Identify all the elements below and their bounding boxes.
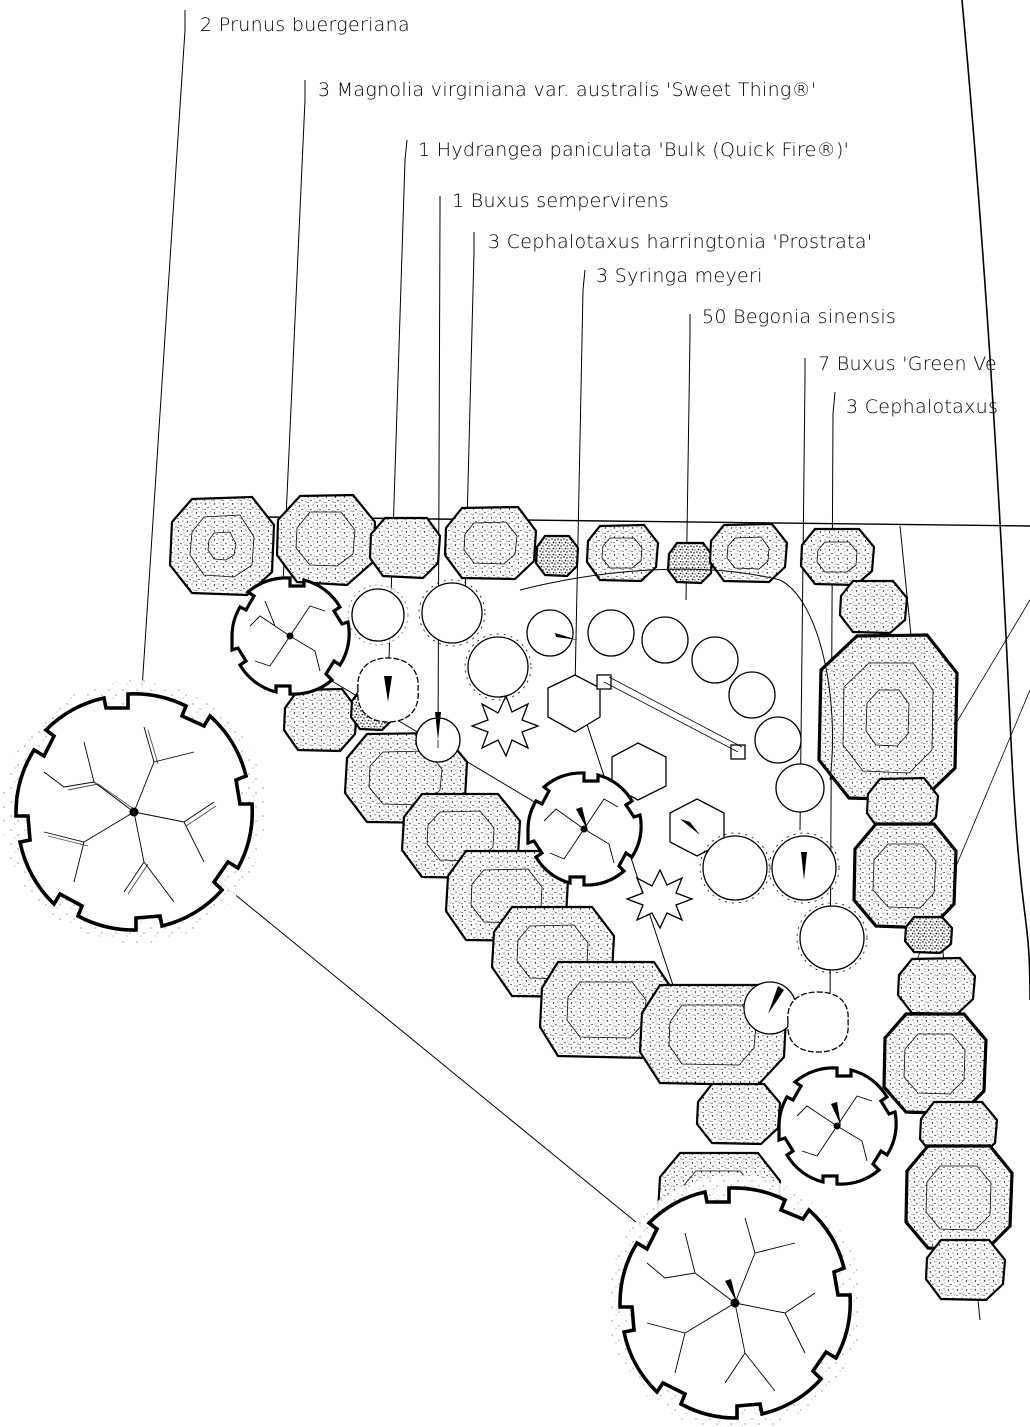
hydrangea-shrub (787, 991, 849, 1053)
shrub-mass (368, 516, 442, 580)
shrub-mass (904, 1144, 1014, 1252)
shrub-masses (168, 493, 1014, 1302)
buxus-shrub (768, 986, 784, 1014)
shrub-mass-dense (903, 915, 954, 955)
shrub-mass (443, 505, 538, 581)
magnolia-tree (526, 771, 643, 887)
label-cephalotaxus-prostrata: 3 Cephalotaxus harringtonia 'Prostrata' (488, 231, 872, 253)
shrub-mass (838, 579, 909, 635)
label-begonia: 50 Begonia sinensis (702, 306, 896, 328)
scalloped-shrub (699, 832, 771, 904)
magnolia-tree (230, 576, 351, 696)
shrub-mass (695, 1082, 782, 1146)
magnolia-tree (777, 1066, 898, 1186)
scalloped-shrub (418, 579, 486, 647)
label-buxus-sempervirens: 1 Buxus sempervirens (452, 190, 669, 212)
shrub-mass (817, 633, 959, 802)
shrub-mass-dense (534, 534, 580, 578)
label-syringa: 3 Syringa meyeri (596, 265, 763, 287)
scalloped-shrub (796, 902, 868, 974)
shrub-mass (585, 523, 660, 583)
prunus-tree (607, 1175, 863, 1427)
shrub-mass (882, 1012, 988, 1116)
scalloped-shrub (347, 584, 409, 646)
shrub-mass (168, 495, 276, 597)
shrub-mass-dense (666, 541, 714, 585)
leader-lines (133, 10, 836, 1304)
label-buxus-green: 7 Buxus 'Green Ve (818, 353, 997, 375)
syringa-hexagons (547, 674, 746, 857)
prunus-tree (2, 680, 266, 944)
scalloped-shrub (768, 832, 840, 904)
hydrangea-shrub (357, 657, 419, 723)
label-cephalotaxus: 3 Cephalotaxus (846, 396, 998, 418)
shrub-mass (799, 527, 876, 587)
shrub-mass (282, 687, 359, 753)
begonia-arc (415, 568, 834, 1035)
label-hydrangea: 1 Hydrangea paniculata 'Bulk (Quick Fire… (418, 139, 849, 161)
prunus-trees (2, 680, 863, 1427)
scalloped-shrub (464, 633, 532, 701)
shrub-mass (708, 522, 789, 584)
cephalotaxus-stars (470, 694, 694, 930)
magnolia-trees (230, 576, 898, 1186)
buxus-shrub (435, 712, 441, 748)
label-magnolia: 3 Magnolia virginiana var. australis 'Sw… (318, 79, 816, 101)
plant-labels: 2 Prunus buergeriana 3 Magnolia virginia… (200, 14, 998, 418)
shrub-mass (852, 822, 958, 930)
label-prunus: 2 Prunus buergeriana (200, 14, 410, 36)
small-shrubs (347, 579, 868, 1053)
shrub-mass (896, 956, 977, 1016)
shrub-mass (924, 1238, 1007, 1302)
shrub-mass (275, 493, 377, 587)
